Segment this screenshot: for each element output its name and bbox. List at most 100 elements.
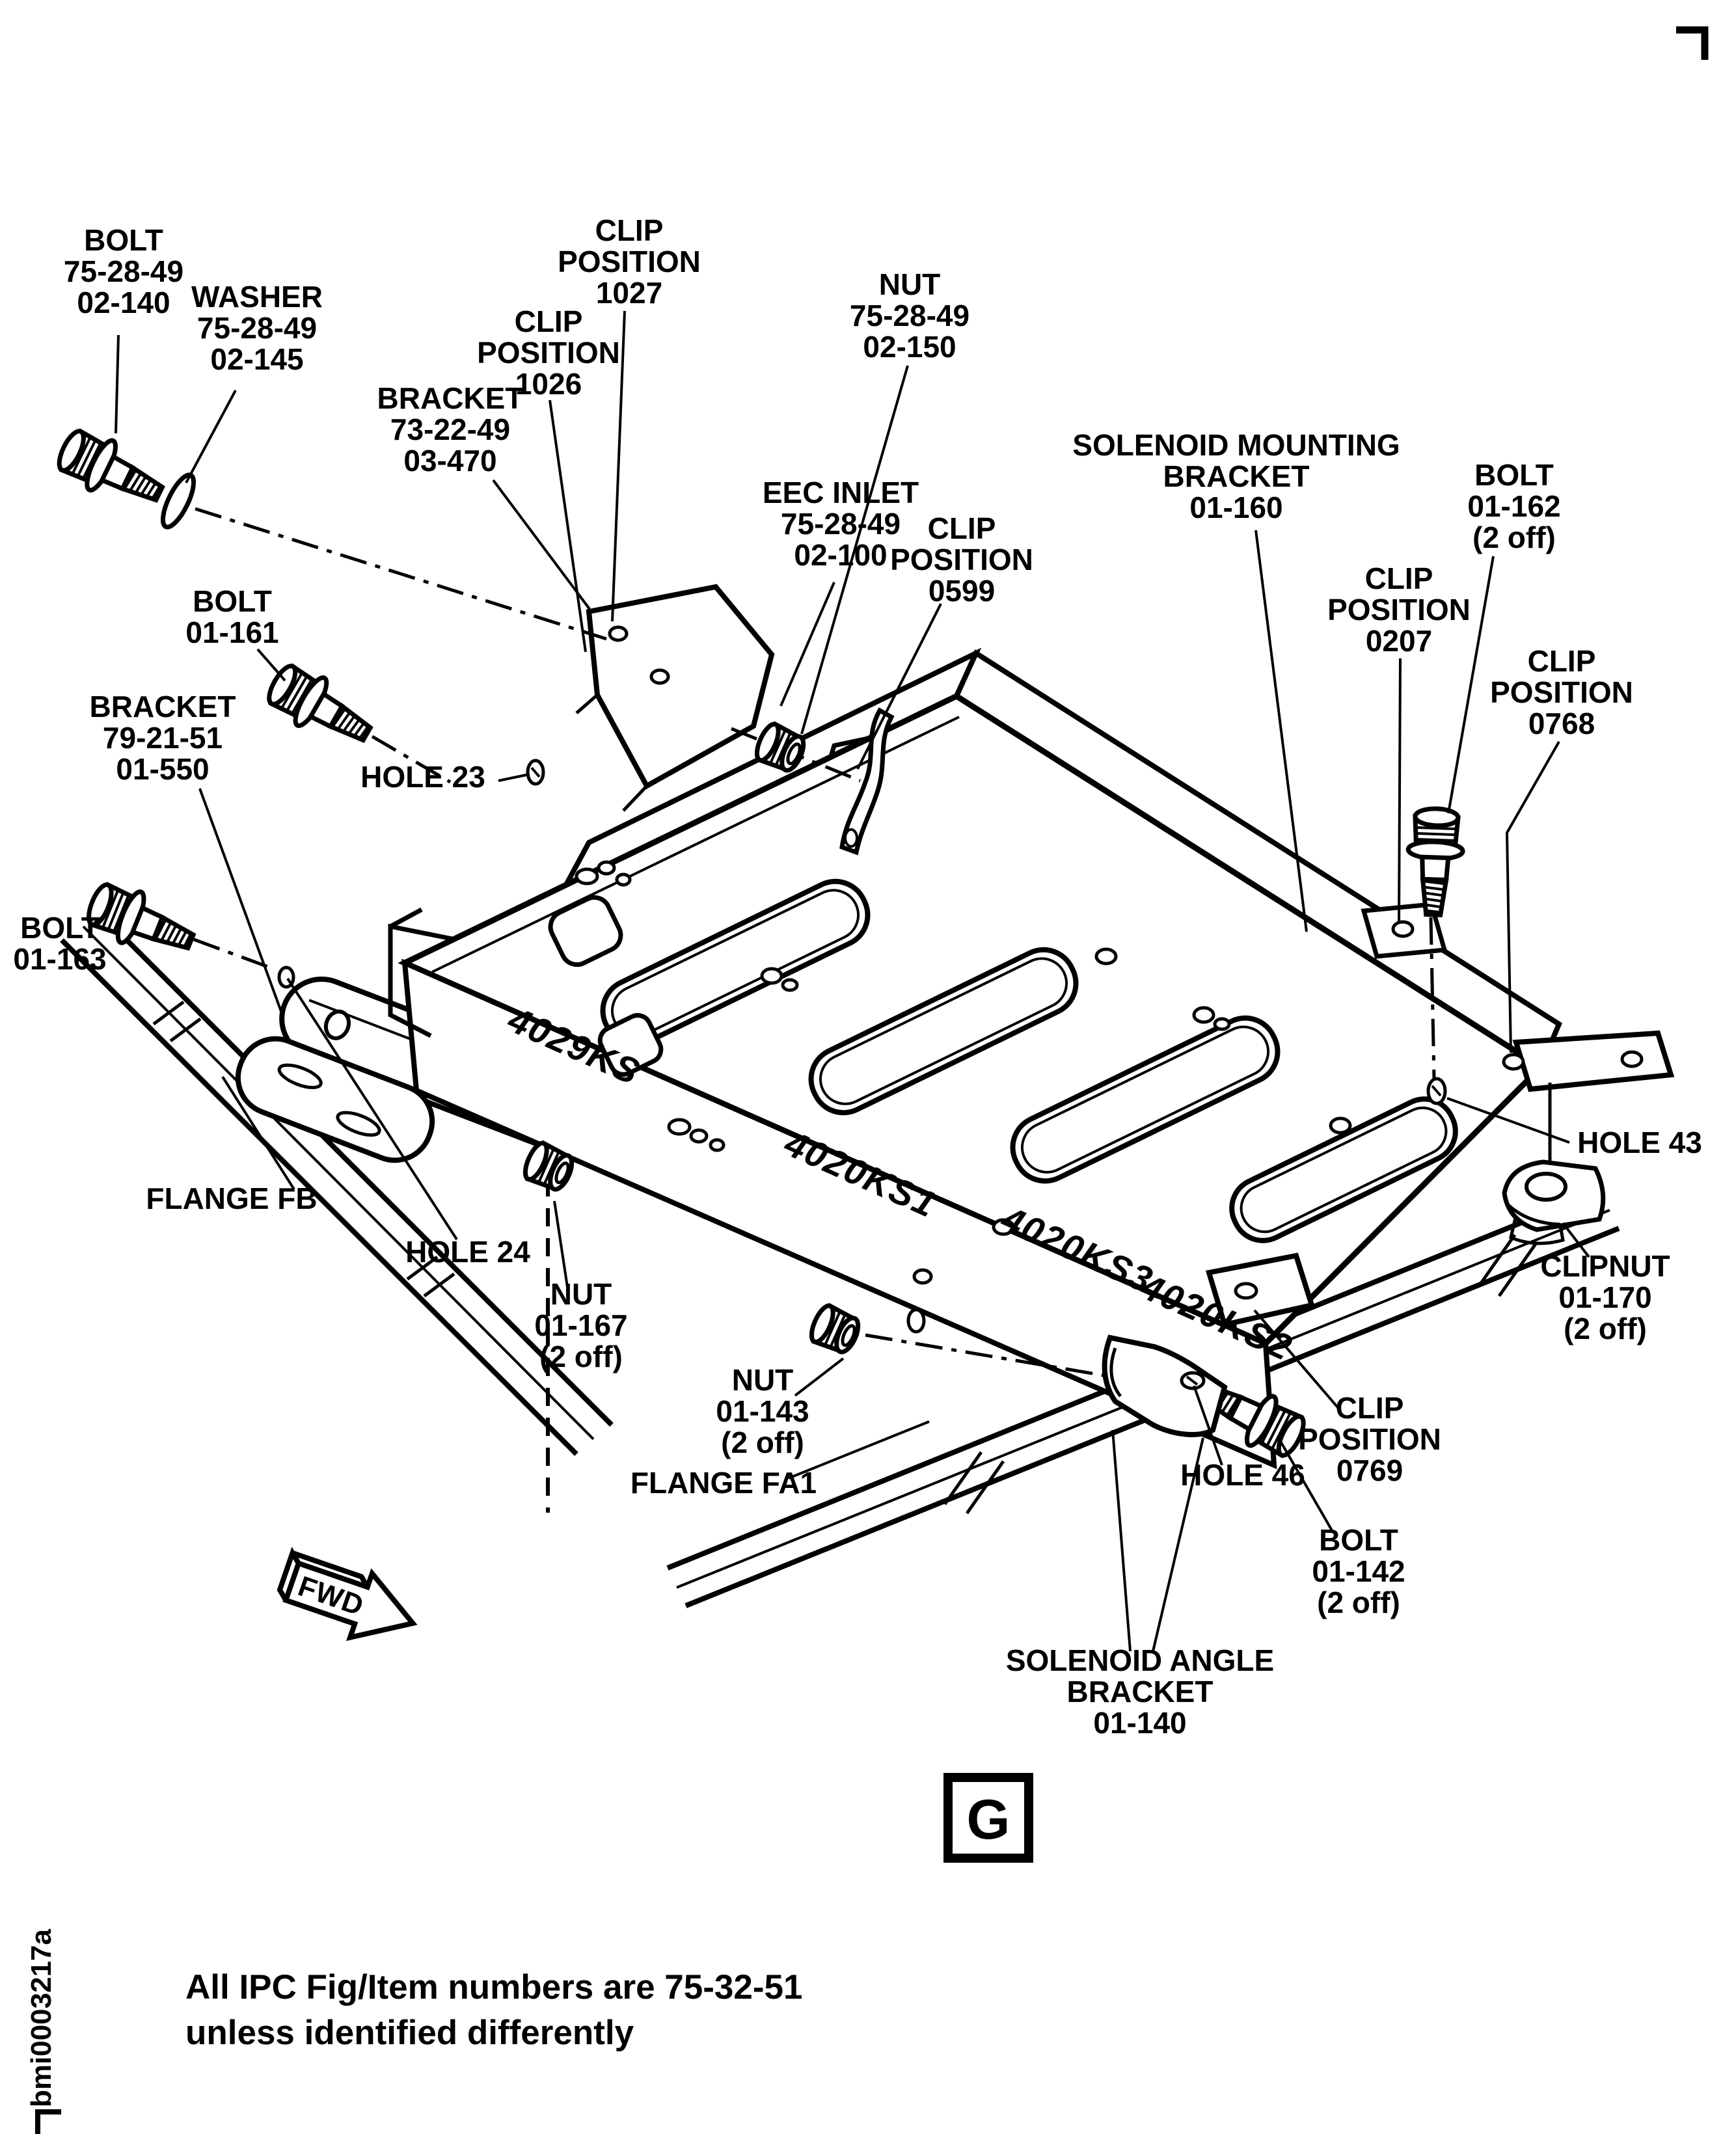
leader-line <box>1505 741 1560 1053</box>
label-text-flange-fa1: FLANGE FA1 <box>631 1466 817 1500</box>
top-right-corner-mark <box>1676 26 1709 60</box>
center-lines <box>193 507 1436 1397</box>
label-flange-fa1: FLANGE FA1 <box>631 1420 930 1500</box>
nut-01-143-part <box>807 1303 863 1357</box>
leader-line <box>1278 1438 1334 1533</box>
drawing-number-vertical: bmi0003217a <box>25 1928 57 2107</box>
leader-line <box>794 1357 845 1397</box>
hole-43-mark <box>1426 1077 1447 1105</box>
leader-line <box>788 1420 930 1479</box>
leader-line <box>1253 1309 1342 1412</box>
footer-note-line1: All IPC Fig/Item numbers are 75-32-51 <box>185 1968 802 2006</box>
label-text-hole-46: HOLE 46 <box>1180 1458 1305 1492</box>
flange-fb-rail <box>60 910 614 1456</box>
leader-line <box>492 479 591 610</box>
view-letter-box: G <box>943 1773 1033 1863</box>
bracket-lug <box>235 1036 435 1163</box>
label-hole-23: HOLE 23 <box>360 760 530 794</box>
leader-line <box>553 1200 569 1288</box>
leader-line <box>1446 1097 1570 1144</box>
hole-23-mark <box>526 759 545 786</box>
view-letter: G <box>967 1789 1010 1851</box>
leader-line <box>1398 658 1402 925</box>
label-text-flange-fb: FLANGE FB <box>146 1182 317 1215</box>
clip-position-0768-tab <box>1512 1030 1675 1092</box>
leader-line <box>549 399 587 653</box>
label-text-hole-43: HOLE 43 <box>1577 1126 1702 1159</box>
leader-line <box>185 390 237 483</box>
footer-note-line2: unless identified differently <box>185 2014 634 2052</box>
bracket-73-22-49-03-470-part <box>575 584 775 812</box>
leader-line <box>286 977 458 1241</box>
leader-line <box>780 582 835 707</box>
label-flange-fb: FLANGE FB <box>146 1075 318 1215</box>
leader-line <box>221 1075 295 1191</box>
leader-line <box>115 334 120 434</box>
leader-line <box>1111 1429 1132 1652</box>
hole-46-mark <box>1180 1371 1206 1390</box>
leader-line <box>498 773 530 782</box>
leader-line <box>800 365 909 735</box>
clip-position-0769-tab <box>1205 1252 1316 1328</box>
bottom-left-corner-mark <box>35 2109 61 2134</box>
leader-line <box>611 310 626 622</box>
label-hole-43: HOLE 43 <box>1446 1097 1702 1159</box>
label-hole-24: HOLE 24 <box>286 977 530 1269</box>
bolt-01-162-part <box>1406 808 1465 916</box>
clipnut-01-170-part <box>1502 1159 1606 1245</box>
washer-02-145-part <box>160 472 197 530</box>
label-text-hole-24: HOLE 24 <box>405 1235 530 1269</box>
leader-line <box>1447 556 1495 814</box>
label-hole-46: HOLE 46 <box>1180 1385 1305 1492</box>
fwd-arrow: FWD <box>277 1546 418 1641</box>
eec-inlet-part <box>839 707 895 856</box>
leader-line <box>87 912 108 929</box>
bolt-02-140-part <box>52 422 171 518</box>
leader-line <box>1152 1437 1204 1652</box>
leader-line <box>856 603 942 770</box>
leader-line <box>198 788 284 1016</box>
leader-line <box>1193 1385 1223 1466</box>
label-text-hole-23: HOLE 23 <box>360 760 485 794</box>
leader-line <box>256 648 286 682</box>
leader-line <box>1562 1222 1590 1258</box>
solenoid-mounting-bracket-01-160-part <box>277 647 1675 1513</box>
